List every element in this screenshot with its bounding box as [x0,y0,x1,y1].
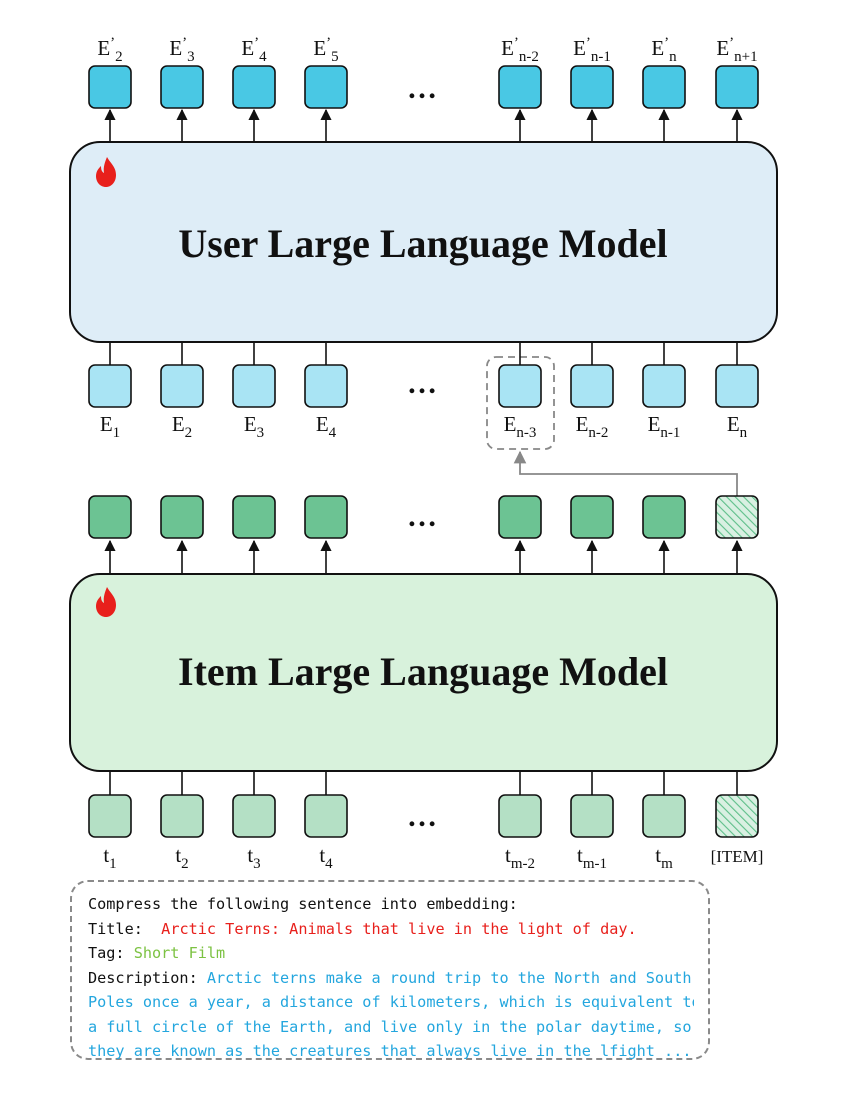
prompt-tag-line: Tag: Short Film [88,941,694,966]
item-output-token-6 [642,495,686,539]
item-input-token-2 [232,794,276,838]
user-output-label-0: E’2 [97,35,122,65]
user-output-label-6: E’n [651,35,677,65]
item-input-label-5: tm-1 [577,843,607,872]
prompt-description-line-3: a full circle of the Earth, and live onl… [88,1017,692,1036]
user-input-label-4: En-3 [504,412,537,441]
item-input-label-6: tm [655,843,673,872]
item-input-token-3 [304,794,348,838]
title-value: Arctic Terns: Animals that live in the l… [161,919,637,938]
item-input-token-4 [498,794,542,838]
user-output-token-4 [498,65,542,109]
user-output-token-1 [160,65,204,109]
user-input-token-2 [232,364,276,408]
user-input-label-2: E3 [244,412,264,441]
user-input-token-6 [642,364,686,408]
item-input-label-2: t3 [247,843,260,872]
user-llm-fire-icon [96,157,116,187]
item-input-token-1 [160,794,204,838]
item-input-token-hatched [715,794,759,838]
item-input-token-5 [570,794,614,838]
token-layer: E’2E1 t1 E’3E2 t2 E’4E3 t3 E’5E4 t4 E’n-2En-3 tm-… [88,35,764,872]
item-input-token-6 [642,794,686,838]
user-input-token-3 [304,364,348,408]
user-input-ellipsis: … [407,367,437,400]
user-input-label-3: E4 [316,412,337,441]
user-input-token-1 [160,364,204,408]
prompt-title-line: Title: Arctic Terns: Animals that live i… [88,917,694,942]
user-output-label-2: E’4 [241,35,267,65]
description-text: Arctic terns make a round trip to the No… [206,968,692,987]
item-llm-title: Item Large Language Model [178,649,668,694]
prompt-description-line-4: they are known as the creatures that alw… [88,1042,692,1060]
user-llm-box [69,141,778,343]
user-output-label-7: E’n+1 [716,35,757,65]
user-input-token-0 [88,364,132,408]
user-output-token-7 [715,65,759,109]
user-llm-title: User Large Language Model [178,221,667,266]
user-output-ellipsis: … [407,72,437,105]
user-output-token-6 [642,65,686,109]
prompt-intro: Compress the following sentence into emb… [88,895,518,913]
user-output-label-5: E’n-1 [573,35,611,65]
prompt-text-box: Compress the following sentence into emb… [70,880,710,1060]
user-input-label-7: En [727,412,748,441]
user-input-label-1: E2 [172,412,192,441]
tag-value: Short Film [133,944,226,962]
user-input-label-6: En-1 [648,412,681,441]
item-input-label-1: t2 [175,843,188,872]
user-input-label-5: En-2 [576,412,609,441]
user-output-label-3: E’5 [313,35,338,65]
item-output-token-0 [88,495,132,539]
item-output-token-hatched [715,495,759,539]
user-input-label-0: E1 [100,412,120,441]
item-llm-fire-icon [96,587,116,617]
item-input-label-4: tm-2 [505,843,535,872]
user-output-token-5 [570,65,614,109]
item-output-token-2 [232,495,276,539]
title-label: Title: [88,919,143,938]
item-output-token-5 [570,495,614,539]
description-label: Description: [88,968,198,987]
user-input-token-4 [498,364,542,408]
item-output-token-3 [304,495,348,539]
user-output-label-1: E’3 [169,35,194,65]
item-output-token-4 [498,495,542,539]
user-output-label-4: E’n-2 [501,35,539,65]
item-embedding-connector-arrow [513,450,738,496]
item-input-ellipsis: … [407,800,437,833]
item-input-label-3: t4 [319,843,333,872]
user-input-token-7 [715,364,759,408]
item-llm-box [69,573,778,772]
item-output-ellipsis: … [407,500,437,533]
item-input-token-0 [88,794,132,838]
user-input-token-5 [570,364,614,408]
prompt-description-line-2: Poles once a year, a distance of kilomet… [88,993,694,1011]
item-input-label-0: t1 [103,843,116,872]
user-output-token-0 [88,65,132,109]
tag-label: Tag: [88,944,125,962]
user-output-token-3 [304,65,348,109]
item-output-token-1 [160,495,204,539]
item-input-label-7: [ITEM] [711,847,764,866]
user-output-token-2 [232,65,276,109]
prompt-description-line-1: Description: Arctic terns make a round t… [88,966,694,991]
